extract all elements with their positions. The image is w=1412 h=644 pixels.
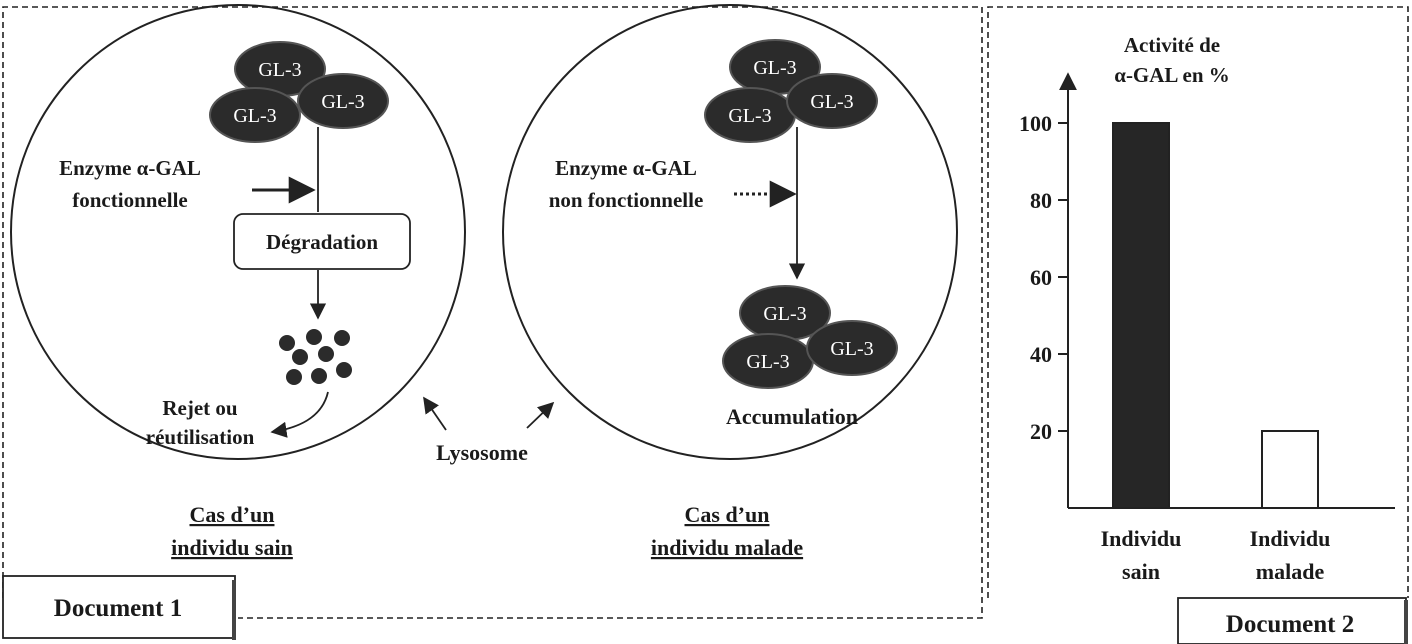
gl3-molecule [786,73,878,129]
gl3-molecule [806,320,898,376]
product-dot [286,369,302,385]
document2-label-box [1177,597,1407,644]
enzyme-label-line1: Enzyme α-GAL [59,156,201,180]
product-dot [279,335,295,351]
gl3-cluster-sick-top: GL-3 GL-3 GL-3 [704,39,878,143]
gl3-molecule [297,73,389,129]
caption-healthy-line2: individu sain [171,535,293,560]
document2-label-shadow [1404,600,1408,644]
gl3-label: GL-3 [830,338,873,360]
degradation-products [279,329,352,385]
lysosome-healthy [10,4,466,460]
gl3-label: GL-3 [258,59,301,81]
product-dot [318,346,334,362]
fate-label-line2: réutilisation [146,425,255,449]
lysosome-pointer-left [423,396,447,431]
gl3-label: GL-3 [728,105,771,127]
y-tick-label: 100 [1019,111,1052,136]
gl3-label: GL-3 [321,91,364,113]
caption-healthy-line1: Cas d’un [190,502,275,527]
lysosome-sick [502,4,958,460]
lysosome-label: Lysosome [436,440,528,465]
degradation-label: Dégradation [266,230,378,254]
product-dot [292,349,308,365]
y-tick-label: 20 [1030,419,1052,444]
y-tick-label: 80 [1030,188,1052,213]
gl3-label: GL-3 [233,105,276,127]
enzyme-sick-label-line2: non fonctionnelle [549,188,704,212]
gl3-label: GL-3 [810,91,853,113]
product-dot [334,330,350,346]
accumulation-label: Accumulation [726,404,858,429]
y-tick-label: 60 [1030,265,1052,290]
reuse-arrow [270,391,329,438]
x-tick-label-line2: sain [1122,559,1160,584]
x-tick-label-line1: Individu [1250,526,1331,551]
document1-label-box [2,575,236,639]
fate-label-line1: Rejet ou [162,396,238,420]
bar [1261,430,1319,509]
document2-frame [987,6,1409,598]
lysosome-pointer-right [526,401,555,429]
document1-label-shadow [232,580,236,640]
degradation-box [233,213,411,270]
document1-label: Document 1 [54,595,182,622]
gl3-label: GL-3 [753,57,796,79]
enzyme-sick-label-line1: Enzyme α-GAL [555,156,697,180]
caption-sick-line2: individu malade [651,535,803,560]
chart-title-line2: α-GAL en % [1114,63,1230,87]
activity-chart: Activité de α-GAL en % 20 40 60 80 100Indivi… [1019,33,1395,584]
product-dot [311,368,327,384]
x-tick-label-line1: Individu [1101,526,1182,551]
gl3-label: GL-3 [746,351,789,373]
chart-title-line1: Activité de [1124,33,1220,57]
gl3-label: GL-3 [763,303,806,325]
gl3-cluster-healthy: GL-3 GL-3 GL-3 [209,41,389,143]
x-tick-label-line2: malade [1256,559,1325,584]
gl3-molecule [209,87,301,143]
enzyme-label-line2: fonctionnelle [72,188,188,212]
product-dot [306,329,322,345]
document1-frame [2,6,983,619]
product-dot [336,362,352,378]
bar [1112,122,1170,509]
y-tick-label: 40 [1030,342,1052,367]
document2-label: Document 2 [1226,611,1354,638]
gl3-cluster-sick-bottom: GL-3 GL-3 GL-3 [722,285,898,389]
caption-sick-line1: Cas d’un [685,502,770,527]
